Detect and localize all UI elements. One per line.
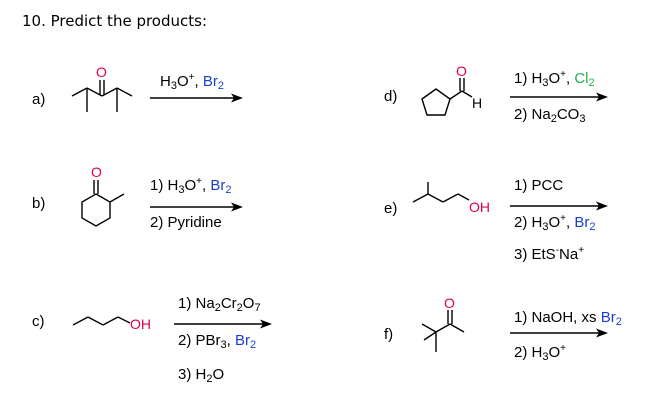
conditions-c-1: 1) Na2Cr2O7 <box>178 295 261 314</box>
conditions-e-1: 1) PCC <box>514 177 563 195</box>
reagent-text: , <box>201 177 211 194</box>
oxygen-atom-f: O <box>444 296 455 311</box>
reagent-text: 2 <box>214 302 221 314</box>
reagent-text: Br <box>210 177 226 194</box>
reagent-text: 2) Na <box>514 106 551 123</box>
reagent-text: O <box>242 295 255 312</box>
reagent-text: 1) H <box>514 70 543 87</box>
conditions-e-3: 3) EtS-Na+ <box>514 246 584 264</box>
reagent-text: + <box>560 213 566 224</box>
reagent-text: 2 <box>588 77 595 89</box>
label-a: a) <box>32 91 46 108</box>
reagent-text: Cr <box>220 295 237 312</box>
reagent-text: 2) H <box>514 344 543 361</box>
hydroxyl-c: OH <box>130 316 151 332</box>
oxygen-atom-b: O <box>91 164 102 180</box>
conditions-c-3: 3) H2O <box>178 366 225 385</box>
reagent-text: 3 <box>542 77 549 89</box>
reagent-text: Cl <box>574 70 589 87</box>
reagent-text: 1) H <box>150 177 179 194</box>
reagent-text: 2 <box>236 302 243 314</box>
reagent-text: 1) NaOH, xs <box>514 309 601 326</box>
reagent-text: 2 <box>217 80 224 92</box>
reaction-arrow-d <box>510 92 608 102</box>
conditions-b-1: 1) H3O+, Br2 <box>150 176 232 196</box>
conditions-c-2: 2) PBr3, Br2 <box>178 332 257 351</box>
reagent-text: Br <box>202 73 218 90</box>
reagent-text: , <box>565 214 575 231</box>
aldehyde-h-d: H <box>472 95 482 111</box>
conditions-b-2: 2) Pyridine <box>150 214 222 232</box>
reagent-text: Br <box>574 214 590 231</box>
reaction-arrow-a <box>150 93 243 103</box>
conditions-d-2: 2) Na2CO3 <box>514 106 586 125</box>
label-f: f) <box>384 326 394 343</box>
label-c: c) <box>32 313 45 330</box>
reagent-text: O <box>184 177 197 194</box>
reagent-text: 3 <box>178 184 185 196</box>
reagent-text: 3 <box>542 351 549 363</box>
reagent-text: 2 <box>206 373 213 385</box>
reaction-arrow-f <box>510 328 608 338</box>
molecule-e: OH <box>412 182 490 215</box>
reagent-text: 2 <box>615 316 622 328</box>
reagent-text: CO <box>556 106 580 123</box>
reaction-arrow-c <box>174 319 272 329</box>
reagent-text: Br <box>600 309 616 326</box>
reagent-text: O <box>548 214 561 231</box>
reagent-text: O <box>212 366 225 383</box>
molecule-c: OH <box>72 316 151 332</box>
reagent-text: 2) H <box>514 214 543 231</box>
reagent-text: 3 <box>542 221 549 233</box>
molecule-f: O <box>421 296 465 352</box>
reagent-text: , <box>226 332 235 349</box>
reaction-arrow-e <box>510 201 608 211</box>
reagent-text: 3 <box>220 339 227 351</box>
molecule-b: O <box>81 164 125 227</box>
reaction-arrow-b <box>150 202 243 212</box>
reagent-text: 2 <box>589 221 596 233</box>
reagent-text: + <box>188 72 195 83</box>
hydroxyl-e: OH <box>469 199 490 215</box>
reagent-text: 1) PCC <box>514 177 564 194</box>
question-title: 10. Predict the products: <box>22 12 208 30</box>
label-e: e) <box>384 200 398 217</box>
reagent-text: + <box>560 69 566 80</box>
reagent-text: + <box>578 245 585 256</box>
reagent-text: 3) EtS <box>514 246 556 263</box>
reagent-text: + <box>560 343 566 354</box>
label-b: b) <box>32 195 46 212</box>
reagent-text: 3 <box>579 113 586 125</box>
reagent-text: 7 <box>254 302 261 314</box>
reagent-text: 2 <box>249 339 257 351</box>
reagent-text: 1) Na <box>178 295 215 312</box>
reagent-text: O <box>176 73 189 90</box>
oxygen-atom-d: O <box>456 63 467 79</box>
oxygen-atom-a: O <box>96 64 107 80</box>
conditions-a: H3O+, Br2 <box>160 72 224 92</box>
reagent-text: 2 <box>225 184 232 196</box>
conditions-f-2: 2) H3O+ <box>514 343 566 363</box>
reagent-text: 2) Pyridine <box>150 214 222 231</box>
molecule-a: O <box>71 64 133 112</box>
molecule-d: O H <box>421 63 482 116</box>
reagent-text: 3) H <box>178 366 207 383</box>
reagent-text: O <box>548 344 561 361</box>
reagent-text: 3 <box>170 80 177 92</box>
conditions-e-2: 2) H3O+, Br2 <box>514 213 596 233</box>
reagent-text: O <box>548 70 561 87</box>
conditions-f-1: 1) NaOH, xs Br2 <box>514 309 622 328</box>
reagent-text: Na <box>559 246 579 263</box>
reagent-text: + <box>196 176 202 187</box>
reagent-text: , <box>194 73 203 90</box>
label-d: d) <box>384 88 398 105</box>
reagent-text: 2 <box>550 113 557 125</box>
reagent-text: 2) PBr <box>178 332 221 349</box>
reagent-text: Br <box>234 332 250 349</box>
reagent-text: - <box>555 245 560 256</box>
conditions-d-1: 1) H3O+, Cl2 <box>514 69 595 89</box>
reagent-text: , <box>565 70 575 87</box>
reagent-text: H <box>160 73 171 90</box>
